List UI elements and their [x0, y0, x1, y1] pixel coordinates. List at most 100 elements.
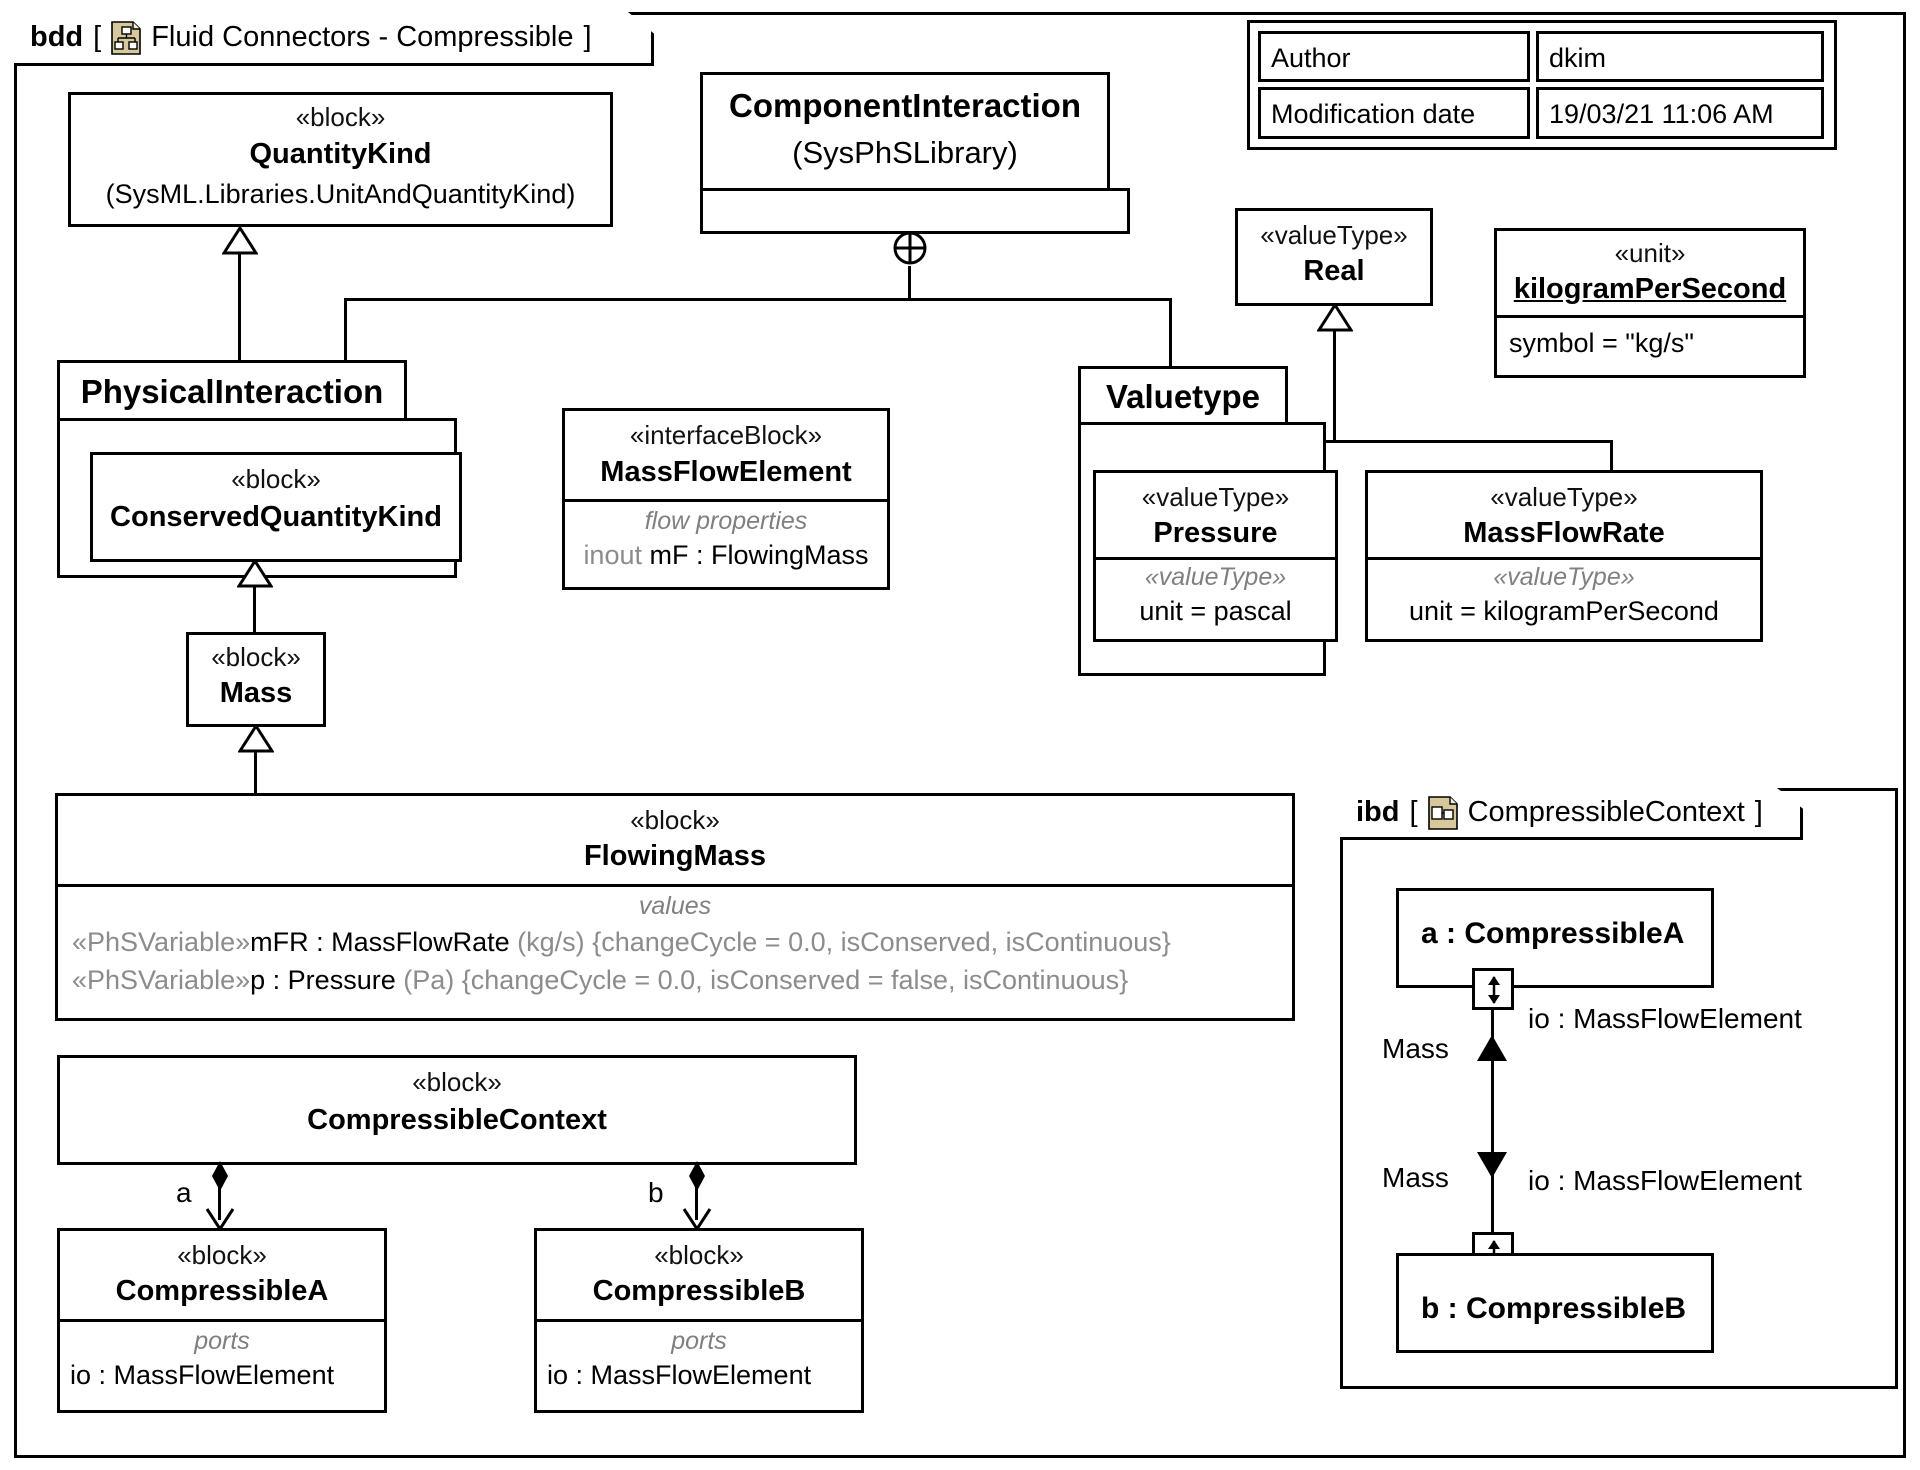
info-table: Author dkim Modification date 19/03/21 1…: [1247, 20, 1837, 150]
kilogrampersecond-divider: [1497, 315, 1803, 318]
ibd-connector-line: [1491, 1010, 1494, 1240]
association-label-b: b: [648, 1177, 664, 1208]
flowingmass-value-1-unit: (Pa): [395, 965, 462, 995]
connector-ci-to-valuetype: [1169, 298, 1172, 366]
real-stereotype: «valueType»: [1260, 220, 1408, 250]
flowingmass-divider: [58, 884, 1292, 887]
shared-aggregation-marker: [890, 228, 930, 268]
quantitykind-stereotype: «block»: [295, 102, 386, 132]
compressiblecontext-name: CompressibleContext: [307, 1104, 607, 1136]
massflowrate-name: MassFlowRate: [1463, 517, 1665, 549]
ibd-bracket-close: ]: [1754, 796, 1763, 828]
quantitykind-qualified: (SysML.Libraries.UnitAndQuantityKind): [105, 179, 576, 209]
block-physicalinteraction[interactable]: PhysicalInteraction: [57, 360, 407, 422]
info-cell-label-1: Modification date: [1258, 87, 1530, 139]
ibd-bracket-open: [: [1409, 796, 1418, 828]
compressibleb-port: io : MassFlowElement: [547, 1360, 812, 1390]
pressure-unit-feature: unit = pascal: [1139, 596, 1292, 626]
compressiblea-name: CompressibleA: [115, 1275, 329, 1307]
bracket-close: ]: [583, 21, 592, 53]
ibd-part-b[interactable]: b : CompressibleB: [1396, 1253, 1714, 1353]
massflowelement-flow-direction: inout: [583, 540, 642, 570]
flowingmass-value-1: «PhSVariable»p : Pressure (Pa) {changeCy…: [72, 964, 1128, 996]
real-name: Real: [1303, 255, 1365, 287]
connector-real-fork: [1193, 440, 1613, 443]
pressure-name: Pressure: [1153, 517, 1278, 549]
ibd-flow-arrow-up: [1477, 1035, 1507, 1061]
compressibleb-compartment-label: ports: [671, 1327, 727, 1355]
generalization-line-conservedquantitykind: [253, 586, 256, 636]
ibd-frame-header[interactable]: ibd [ CompressibleContext ]: [1340, 788, 1803, 840]
block-pressure[interactable]: «valueType» Pressure «valueType» unit = …: [1093, 470, 1338, 642]
massflowelement-flow-property: inout mF : FlowingMass: [565, 539, 887, 571]
flowingmass-value-1-stereotype: «PhSVariable»: [72, 965, 251, 995]
ibd-diagram-name: CompressibleContext: [1467, 796, 1745, 828]
flowingmass-value-0-unit: (kg/s): [509, 927, 593, 957]
block-compressibleb[interactable]: «block» CompressibleB ports io : MassFlo…: [534, 1228, 864, 1413]
block-flowingmass[interactable]: «block» FlowingMass values «PhSVariable»…: [55, 793, 1295, 1021]
massflowrate-compartment-label: «valueType»: [1493, 563, 1635, 591]
bdd-kind-label: bdd: [30, 21, 84, 53]
info-cell-label-0: Author: [1258, 31, 1530, 82]
ibd-kind-label: ibd: [1356, 796, 1400, 828]
flowingmass-value-0: «PhSVariable»mFR : MassFlowRate (kg/s) {…: [72, 926, 1171, 958]
block-compressiblea[interactable]: «block» CompressibleA ports io : MassFlo…: [57, 1228, 387, 1413]
ibd-port-a[interactable]: [1472, 968, 1514, 1010]
block-compressiblecontext[interactable]: «block» CompressibleContext: [57, 1055, 857, 1165]
ibd-flow-label-up: Mass: [1382, 1033, 1449, 1064]
compressiblea-compartment-label: ports: [194, 1327, 250, 1355]
block-massflowelement[interactable]: «interfaceBlock» MassFlowElement flow pr…: [562, 408, 890, 590]
ibd-part-a[interactable]: a : CompressibleA: [1396, 888, 1714, 988]
generalization-arrow-quantitykind: [221, 225, 259, 255]
pressure-divider: [1096, 557, 1335, 560]
info-cell-value-1: 19/03/21 11:06 AM: [1536, 87, 1824, 139]
block-real[interactable]: «valueType» Real: [1235, 208, 1433, 306]
massflowelement-divider: [565, 499, 887, 502]
ibd-diagram-icon: [1428, 796, 1458, 830]
flowingmass-value-0-type: MassFlowRate: [331, 927, 510, 957]
info-value-1: 19/03/21 11:06 AM: [1549, 99, 1774, 129]
valuetype-name: Valuetype: [1105, 378, 1261, 415]
composition-line-a: [218, 1170, 221, 1220]
ibd-flow-arrow-down: [1477, 1152, 1507, 1178]
ibd-port-a-label: io : MassFlowElement: [1528, 1003, 1802, 1034]
block-componentinteraction[interactable]: ComponentInteraction (SysPhSLibrary): [700, 72, 1110, 192]
kilogrampersecond-stereotype: «unit»: [1614, 238, 1686, 268]
massflowrate-divider: [1368, 557, 1760, 560]
kilogrampersecond-symbol: symbol = "kg/s": [1509, 328, 1694, 358]
block-quantitykind[interactable]: «block» QuantityKind (SysML.Libraries.Un…: [68, 92, 613, 227]
flowingmass-value-0-constraints: {changeCycle = 0.0, isConserved, isConti…: [592, 927, 1171, 957]
generalization-arrow-conservedquantitykind: [236, 558, 274, 588]
flowingmass-value-0-stereotype: «PhSVariable»: [72, 927, 251, 957]
info-value-0: dkim: [1549, 43, 1607, 73]
massflowelement-flow-text: mF : FlowingMass: [642, 540, 869, 570]
block-valuetype[interactable]: Valuetype: [1078, 366, 1288, 426]
flowingmass-value-1-constraints: {changeCycle = 0.0, isConserved = false,…: [461, 965, 1129, 995]
info-cell-value-0: dkim: [1536, 31, 1824, 82]
block-mass[interactable]: «block» Mass: [186, 632, 326, 727]
flowingmass-compartment-label: values: [638, 892, 712, 920]
bdd-frame-header[interactable]: bdd [ Fluid Connectors - Compressible ]: [14, 12, 654, 66]
conservedquantitykind-name: ConservedQuantityKind: [110, 501, 442, 533]
generalization-line-quantitykind: [238, 253, 241, 361]
ibd-port-b-label: io : MassFlowElement: [1528, 1165, 1802, 1196]
ibd-flow-label-down: Mass: [1382, 1162, 1449, 1193]
connector-ci-split: [344, 298, 1172, 301]
bdd-diagram-name: Fluid Connectors - Compressible: [151, 21, 574, 53]
block-kilogrampersecond[interactable]: «unit» kilogramPerSecond symbol = "kg/s": [1494, 228, 1806, 378]
flowingmass-name: FlowingMass: [583, 840, 767, 872]
massflowelement-compartment-label: flow properties: [644, 507, 808, 535]
block-massflowrate[interactable]: «valueType» MassFlowRate «valueType» uni…: [1365, 470, 1763, 642]
bdd-frame: [14, 12, 1906, 1458]
componentinteraction-qualified: (SysPhSLibrary): [792, 135, 1018, 170]
block-conservedquantitykind[interactable]: «block» ConservedQuantityKind: [90, 452, 462, 562]
generalization-arrow-mass: [237, 723, 275, 753]
kilogrampersecond-name: kilogramPerSecond: [1513, 273, 1787, 305]
physicalinteraction-name: PhysicalInteraction: [80, 373, 384, 410]
info-label-0: Author: [1271, 43, 1351, 73]
association-label-a: a: [176, 1177, 192, 1208]
compressiblecontext-stereotype: «block»: [412, 1067, 502, 1097]
componentinteraction-name: ComponentInteraction: [729, 87, 1081, 124]
generalization-line-mass: [254, 751, 257, 793]
